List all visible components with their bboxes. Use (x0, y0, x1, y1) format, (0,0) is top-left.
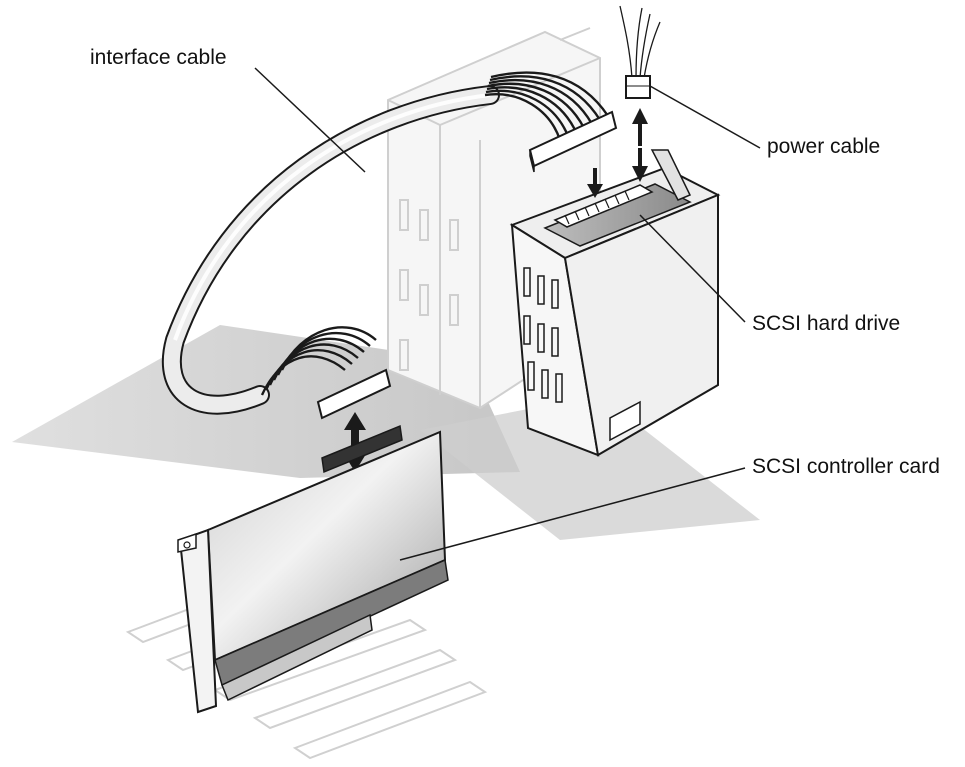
drive-insert-arrow (587, 168, 603, 198)
label-scsi-controller-card: SCSI controller card (752, 455, 940, 478)
label-power-cable: power cable (767, 135, 881, 158)
scsi-hard-drive (509, 149, 721, 457)
card-end-connector (316, 368, 392, 420)
drive-end-connector (528, 110, 618, 173)
power-connect-arrows (632, 108, 648, 182)
leader-scsi-hard-drive (639, 214, 746, 323)
power-cable (619, 5, 661, 99)
leader-lines (254, 67, 761, 561)
leader-scsi-controller-card (399, 467, 746, 561)
label-interface-cable: interface cable (90, 46, 227, 69)
leader-interface-cable (254, 67, 366, 173)
upper-cable-wires (484, 71, 609, 141)
label-scsi-hard-drive: SCSI hard drive (752, 312, 901, 335)
scsi-controller-card (177, 424, 449, 714)
leader-power-cable (649, 85, 761, 149)
lower-cable-wires (260, 326, 377, 396)
interface-cable (161, 85, 500, 415)
